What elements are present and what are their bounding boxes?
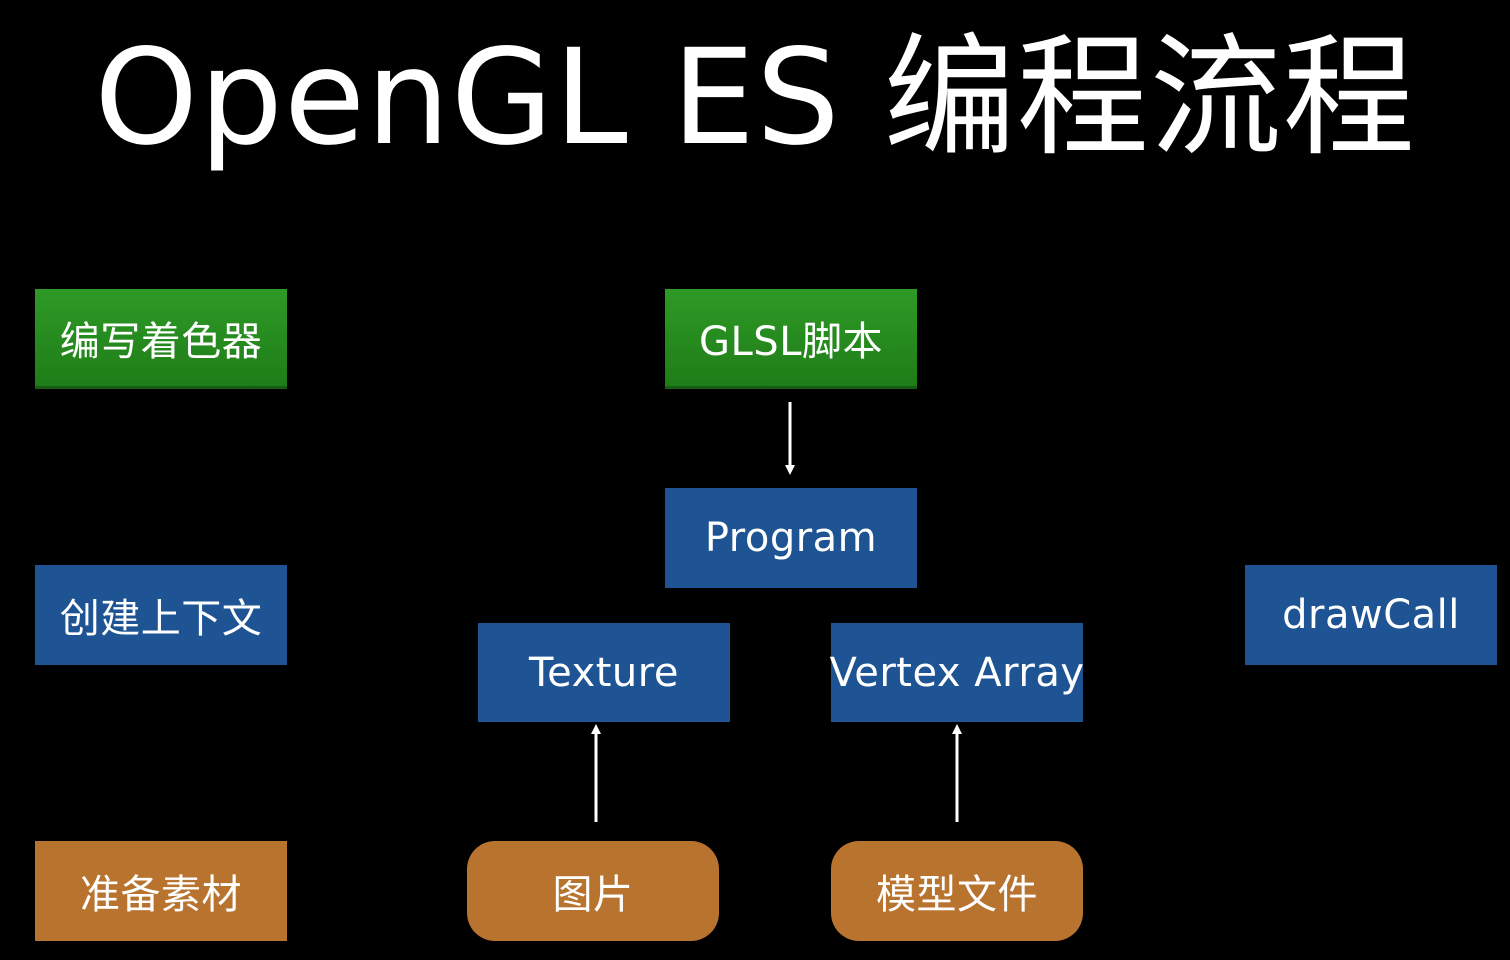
create-context-box: 创建上下文 [35, 565, 287, 665]
slide-title: OpenGL ES 编程流程 [94, 21, 1416, 175]
write-shader-box: 编写着色器 [35, 289, 287, 389]
model-file-box: 模型文件 [831, 841, 1083, 941]
draw-call-box: drawCall [1245, 565, 1497, 665]
program-box: Program [665, 488, 917, 588]
prepare-assets-box: 准备素材 [35, 841, 287, 941]
glsl-script-box: GLSL脚本 [665, 289, 917, 389]
texture-box: Texture [478, 623, 730, 722]
image-box: 图片 [467, 841, 719, 941]
vertex-array-box: Vertex Array [829, 623, 1084, 722]
